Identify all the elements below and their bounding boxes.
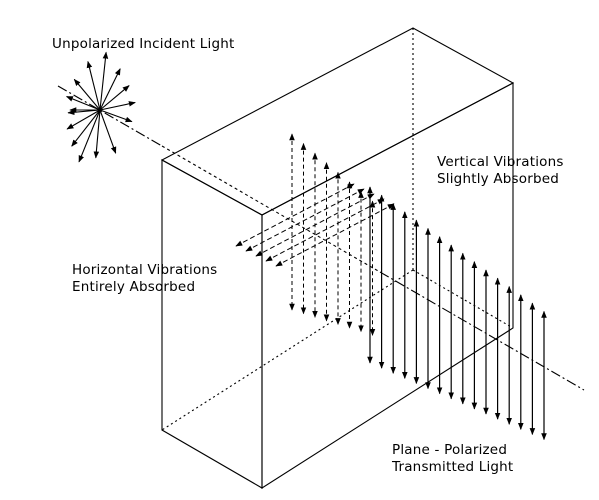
vertical-vibrations-label: Vertical Vibrations Slightly Absorbed [437, 154, 564, 188]
horizontal-label-line1: Horizontal Vibrations [72, 262, 218, 278]
unpolarized-vibration-arrow [99, 68, 121, 111]
vertical-vibrations-inside [289, 133, 376, 336]
unpolarized-light-burst [65, 51, 136, 163]
unpolarized-vibration-arrow [73, 78, 101, 111]
vertical-label-line1: Vertical Vibrations [437, 154, 564, 170]
plane-polarized-vibrations [367, 186, 547, 441]
unpolarized-vibration-arrow [99, 109, 117, 154]
horizontal-vibration-arrow [235, 183, 355, 247]
internal-ray [161, 145, 381, 273]
unpolarized-vibration-arrow [99, 85, 130, 111]
unpolarized-vibration-arrow [99, 101, 136, 111]
horizontal-vibrations-label: Horizontal Vibrations Entirely Absorbed [72, 262, 217, 296]
horizontal-label-line2: Entirely Absorbed [72, 279, 196, 295]
unpolarized-vibration-arrow [93, 109, 101, 159]
transmitted-ray [379, 271, 585, 391]
unpolarized-vibration-arrow [66, 109, 101, 130]
unpolarized-vibration-arrow [78, 109, 101, 163]
unpolarized-vibration-arrow [86, 60, 101, 111]
block-front-face [161, 159, 263, 489]
block-right-face [261, 82, 514, 490]
unpolarized-vibration-arrow [99, 51, 109, 111]
plane-label-line1: Plane - Polarized [392, 442, 508, 458]
unpolarized-vibration-arrow [71, 109, 101, 147]
light-ray-axis [57, 85, 585, 391]
plane-polarized-label: Plane - Polarized Transmitted Light [392, 442, 513, 476]
unpolarized-incident-light-label: Unpolarized Incident Light [52, 36, 234, 53]
incident-ray [57, 85, 163, 147]
vertical-label-line2: Slightly Absorbed [437, 171, 560, 187]
horizontal-vibration-arrow [275, 203, 395, 267]
unpolarized-vibration-arrow [65, 95, 101, 111]
unpolarized-label-text: Unpolarized Incident Light [52, 36, 235, 52]
horizontal-vibration-arrow [265, 198, 385, 262]
unpolarized-vibration-arrow [99, 109, 133, 123]
plane-label-line2: Transmitted Light [392, 459, 514, 475]
horizontal-vibration-arrow [245, 188, 365, 252]
